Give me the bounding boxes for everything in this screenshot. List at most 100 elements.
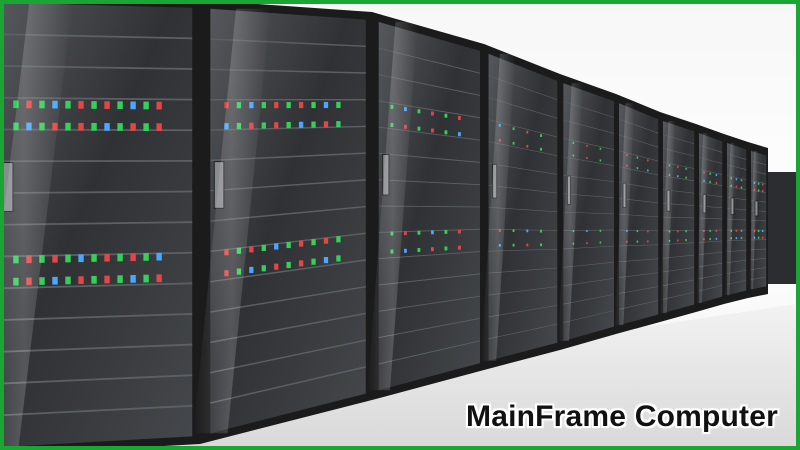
- glass-reflection: [193, 8, 271, 434]
- status-led: [143, 101, 149, 110]
- status-led: [261, 122, 266, 129]
- status-led: [52, 254, 58, 263]
- status-led: [599, 159, 602, 162]
- status-led: [512, 243, 515, 247]
- status-led: [685, 167, 687, 170]
- status-led: [740, 237, 743, 240]
- server-slot-line: [618, 300, 659, 310]
- status-led: [78, 122, 84, 131]
- status-led: [143, 123, 149, 131]
- status-led: [298, 121, 304, 128]
- server-slot-line: [726, 280, 747, 285]
- server-slot-line: [210, 339, 366, 374]
- status-led: [761, 190, 764, 193]
- status-led: [298, 101, 304, 109]
- server-rack: [193, 4, 372, 444]
- server-slot-line: [378, 340, 481, 365]
- status-led: [740, 186, 743, 189]
- status-led: [540, 229, 542, 233]
- status-led: [761, 230, 764, 233]
- status-led: [274, 122, 279, 129]
- status-led: [286, 261, 291, 269]
- status-led: [636, 156, 639, 159]
- glass-reflection: [696, 133, 709, 304]
- status-led: [311, 258, 316, 265]
- status-led: [540, 147, 542, 151]
- server-rack: [4, 4, 200, 446]
- status-led: [709, 229, 711, 232]
- status-led: [458, 229, 461, 234]
- status-led: [336, 236, 341, 243]
- status-led: [39, 277, 45, 285]
- status-led: [677, 175, 679, 178]
- status-led: [458, 115, 461, 120]
- status-led: [647, 240, 649, 243]
- status-led: [458, 132, 461, 137]
- status-led: [540, 134, 542, 137]
- server-rack: [659, 112, 696, 322]
- glass-reflection: [557, 83, 583, 342]
- server-slot-line: [698, 285, 723, 292]
- status-led: [417, 248, 421, 253]
- status-led: [636, 230, 639, 233]
- status-led: [526, 130, 529, 134]
- status-led: [512, 229, 515, 232]
- far-rack: [768, 172, 796, 284]
- status-led: [13, 100, 19, 109]
- status-led: [709, 180, 711, 183]
- status-led: [715, 229, 718, 232]
- status-led: [526, 243, 529, 247]
- status-led: [444, 130, 448, 135]
- status-led: [323, 101, 329, 109]
- status-led: [156, 123, 162, 132]
- status-led: [757, 236, 760, 239]
- status-led: [91, 254, 97, 262]
- status-led: [586, 144, 588, 147]
- status-led: [757, 189, 760, 192]
- status-led: [444, 113, 448, 118]
- status-led: [715, 237, 718, 240]
- status-led: [512, 141, 515, 145]
- server-rack: [748, 142, 768, 298]
- status-led: [735, 185, 738, 188]
- status-led: [39, 255, 45, 263]
- glass-reflection: [4, 4, 73, 446]
- status-led: [143, 274, 149, 283]
- status-led: [104, 253, 110, 262]
- status-led: [117, 123, 123, 131]
- status-led: [91, 101, 97, 109]
- status-led: [117, 275, 123, 284]
- server-slot-line: [488, 323, 558, 340]
- status-led: [274, 243, 279, 250]
- server-slot-line: [378, 318, 481, 339]
- status-led: [286, 101, 291, 109]
- status-led: [512, 127, 515, 131]
- status-led: [65, 276, 71, 285]
- glass-reflection: [749, 150, 758, 290]
- status-led: [261, 102, 266, 109]
- glass-reflection: [480, 53, 516, 361]
- server-slot-line: [563, 294, 615, 305]
- status-led: [336, 121, 341, 128]
- status-led: [156, 274, 162, 283]
- status-led: [540, 243, 542, 247]
- status-led: [298, 260, 304, 267]
- status-led: [274, 102, 279, 109]
- status-led: [526, 144, 529, 148]
- status-led: [130, 123, 136, 131]
- status-led: [130, 101, 136, 110]
- status-led: [261, 244, 266, 251]
- status-led: [761, 236, 764, 239]
- server-rack: [557, 74, 616, 350]
- status-led: [117, 101, 123, 110]
- status-led: [740, 229, 743, 232]
- glass-reflection: [659, 121, 676, 314]
- server-slot-line: [210, 366, 366, 404]
- glass-reflection: [367, 21, 418, 391]
- status-led: [404, 248, 407, 253]
- status-led: [130, 275, 136, 283]
- status-led: [91, 122, 97, 131]
- status-led: [311, 101, 316, 109]
- server-slot-line: [488, 305, 558, 318]
- status-led: [286, 241, 291, 249]
